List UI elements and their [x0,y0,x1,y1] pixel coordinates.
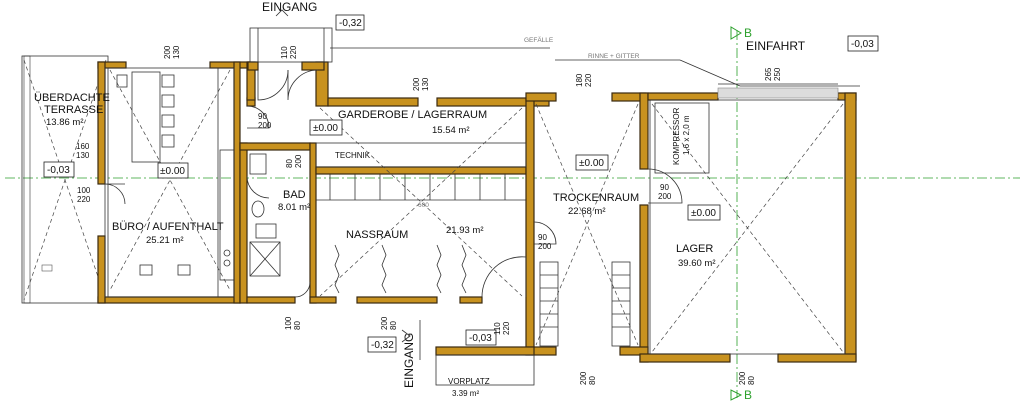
svg-text:90: 90 [660,183,669,192]
level-wardrobe: ±0.00 [313,123,338,134]
svg-text:110: 110 [493,322,502,335]
svg-text:130: 130 [421,77,430,91]
level-box-right [847,35,879,52]
driveway-label: EINFAHRT [746,39,806,53]
svg-text:220: 220 [584,73,593,87]
svg-text:90: 90 [258,112,267,121]
dimension-labels: 200 130 110 220 200 130 180 220 265 250 … [76,45,782,385]
svg-text:80: 80 [293,321,302,330]
svg-text:200: 200 [163,45,172,59]
level-storage: ±0.00 [691,208,716,219]
level-box-porch [465,329,497,346]
svg-text:265: 265 [764,67,773,81]
svg-text:220: 220 [289,45,298,59]
compressor-name: KOMPRESSOR [672,107,681,165]
svg-text:80: 80 [389,321,398,330]
svg-text:110: 110 [280,46,289,59]
svg-text:100: 100 [77,186,91,195]
interior-lines [104,27,860,386]
level-box-terrace [43,161,75,178]
level-bottom-entrance: -0,32 [371,340,394,351]
office-area: 25.21 m² [146,235,184,246]
svg-text:80: 80 [285,159,294,168]
svg-text:100: 100 [284,316,293,330]
section-lines [5,30,1020,398]
wetroom-name: NASSRAUM [346,229,408,241]
svg-text:B: B [744,388,752,401]
porch-area: 3.39 m² [452,389,479,398]
drying-name: TROCKENRAUM [553,192,639,204]
svg-text:180: 180 [575,73,584,87]
entrance-bottom-label: EINGANG [402,333,416,388]
level-right-top: -0,03 [851,39,874,50]
level-terrace: -0,03 [47,165,70,176]
wardrobe-area: 15.54 m² [432,125,470,136]
svg-text:220: 220 [77,195,91,204]
entrance-bottom-arrow [401,329,411,343]
level-box-storage [687,204,721,221]
level-porch: -0,03 [469,333,492,344]
wardrobe-name: GARDEROBE / LAGERRAUM [338,109,487,121]
svg-text:220: 220 [502,321,511,335]
section-marker-top: B [730,26,752,40]
svg-text:90: 90 [538,233,547,242]
storage-area: 39.60 m² [678,258,716,269]
doors [104,69,683,298]
svg-text:200: 200 [294,154,303,168]
bath-name: BAD [283,189,306,201]
terrace-area-text: 13.86 m² [46,117,84,128]
bath-area: 8.01 m² [278,202,310,213]
walls [97,61,857,363]
svg-text:160: 160 [76,142,90,151]
drying-area: 22.68 m² [568,206,606,217]
wetroom-dimension: 600 [418,202,429,209]
level-drying: ±0.00 [579,158,604,169]
terrace-name-line1: ÜBERDACHTE [34,92,110,104]
level-box-wardrobe [309,119,343,136]
svg-text:200: 200 [380,316,389,330]
svg-text:130: 130 [76,151,90,160]
svg-text:80: 80 [747,376,756,385]
entrance-top-label: EINGANG [262,0,317,14]
wetroom-area: 21.93 m² [446,225,484,236]
svg-text:80: 80 [588,376,597,385]
slope-note: GEFÄLLE [524,36,554,44]
svg-text:130: 130 [172,45,181,59]
level-box-drying [575,154,609,171]
svg-text:250: 250 [773,67,782,81]
level-box-office [157,162,189,179]
level-office: ±0.00 [160,166,185,177]
porch-name: VORPLATZ [448,377,490,386]
office-name: BÜRO / AUFENTHALT [112,221,224,233]
svg-text:200: 200 [258,121,272,130]
svg-text:200: 200 [412,77,421,91]
technik-label: TECHNIK [335,151,371,160]
storage-name: LAGER [676,243,713,255]
level-box-bottom-entrance [367,336,397,353]
svg-text:200: 200 [538,242,552,251]
level-top-entrance: -0,32 [339,18,362,29]
level-box-top-entrance [335,14,365,31]
section-marker-bottom: B [730,388,752,401]
terrace-name-line2: TERRASSE [44,104,103,116]
svg-text:200: 200 [579,371,588,385]
compressor-size: 1,6 x 2,0 m [682,115,691,155]
terrace-area [21,55,109,304]
entrance-top-arrow [275,9,289,17]
gutter-note: RINNE + GITTER [588,53,640,60]
svg-text:B: B [744,26,752,40]
svg-text:200: 200 [738,371,747,385]
svg-text:200: 200 [658,192,672,201]
